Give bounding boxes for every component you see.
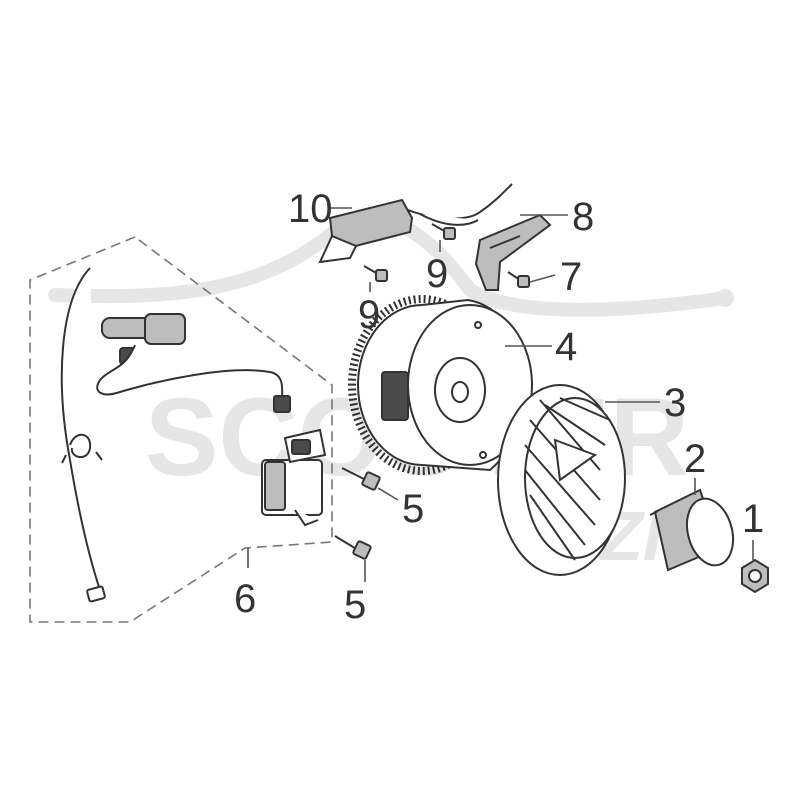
flange-nut: [741, 558, 769, 594]
callout-3: 3: [664, 381, 686, 425]
plug-cap: [96, 313, 291, 413]
callout-9-upper: 9: [426, 252, 448, 296]
bracket: [474, 213, 552, 291]
watermark-dot: [716, 289, 734, 307]
callout-10: 10: [288, 187, 333, 231]
callout-5-upper: 5: [402, 487, 424, 531]
spark-plug-lead: [60, 267, 106, 603]
bolt-lower: [334, 535, 372, 560]
cooling-fan: [497, 384, 626, 576]
callout-6: 6: [234, 577, 256, 621]
screw-9-upper: [431, 223, 456, 240]
callout-2: 2: [684, 437, 706, 481]
callout-5-lower: 5: [344, 583, 366, 627]
callout-1: 1: [742, 497, 764, 541]
starter-cup: [649, 488, 735, 572]
pulser-coil: [318, 183, 513, 264]
leader-lines: [247, 207, 754, 582]
callout-9-lower: 9: [358, 293, 380, 337]
bolt-upper: [341, 467, 381, 491]
callout-4: 4: [555, 325, 577, 369]
screw-7: [507, 271, 530, 288]
flywheel: [348, 295, 533, 475]
callout-7: 7: [560, 255, 582, 299]
ignition-coil: [261, 428, 327, 527]
callouts: 1 2 3 4 5 5 6 7 8 9 9 10: [234, 187, 764, 627]
callout-8: 8: [572, 195, 594, 239]
screw-9-lower: [363, 265, 388, 282]
